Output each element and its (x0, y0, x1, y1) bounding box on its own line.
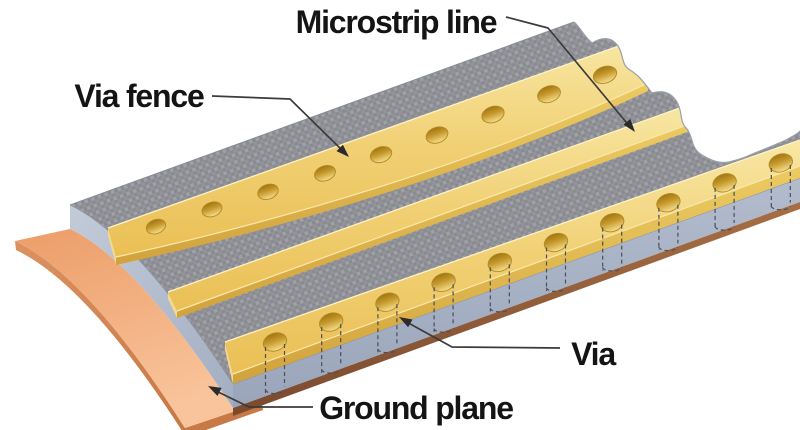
ground-plane-thickness-edge (15, 241, 263, 430)
via-leader (402, 319, 561, 349)
via-hole (145, 218, 167, 235)
via-fence-back-strip (107, 36, 649, 265)
via-cylinder-dashed (545, 244, 567, 293)
via-cylinder-dashed (489, 264, 510, 313)
via-through-cylinders (264, 164, 791, 395)
via-fence-front-vias (262, 153, 793, 352)
via-fence-front-edge-highlight (224, 139, 800, 343)
via-hole (375, 292, 400, 312)
microstrip-step-highlight (176, 120, 698, 312)
ground-plane-arrowhead (208, 386, 222, 396)
torn-edge-line (573, 21, 800, 164)
via-hole (425, 126, 449, 144)
microstrip-back-edge-highlight (167, 104, 689, 293)
substrate-left-edge (69, 204, 234, 385)
microstrip-line-leader (505, 16, 632, 129)
via-hole (201, 201, 223, 218)
via-fence-front-top-face (225, 140, 800, 374)
via-fence-front-step-highlight (232, 165, 800, 375)
via-hole (712, 173, 737, 193)
via-hole (262, 332, 288, 352)
microstrip-line-arrowhead (623, 119, 635, 132)
via-hole (600, 212, 625, 233)
via-fence-back-vias (145, 65, 618, 235)
via-cylinder-bottom-arc (264, 389, 286, 395)
annotations: Microstrip line Via fence Via Ground pla… (74, 4, 635, 426)
microstrip-line-label: Microstrip line (296, 4, 497, 40)
ground-plane-label: Ground plane (319, 390, 513, 426)
substrate-back-edge (69, 21, 575, 206)
via-fence-back-top-face (108, 37, 648, 257)
microstrip-top-face (168, 105, 697, 311)
microstrip-front-face (177, 121, 697, 319)
via-cylinder-bottom-arc (714, 226, 735, 231)
via-hole (319, 312, 344, 332)
via-cylinder-bottom-arc (770, 205, 791, 211)
via-fence-label: Via fence (74, 78, 204, 114)
ground-plane-top (15, 229, 262, 428)
via-fence-back-step-highlight (115, 82, 649, 258)
via-fence-leader (211, 95, 346, 154)
via-cylinder-bottom-arc (377, 348, 398, 354)
microstrip-line-strip (167, 104, 698, 319)
ground-plane-leader (211, 388, 313, 408)
torn-edge-whiteout (574, 0, 800, 163)
via-cylinder-bottom-arc (433, 328, 454, 333)
via-cylinder-dashed (377, 304, 398, 354)
via-hole (537, 85, 561, 104)
via-cylinder-bottom-arc (602, 267, 623, 272)
via-cylinder-dashed (321, 324, 342, 374)
via-cylinder-bottom-arc (658, 246, 679, 252)
substrate-front-face (233, 178, 800, 408)
via-cylinder-dashed (658, 204, 679, 252)
via-cylinder-dashed (714, 184, 735, 231)
via-hole (314, 164, 336, 182)
copper-layer-edge (233, 202, 800, 416)
via-fence-back-end-face (108, 228, 116, 265)
via-cylinder-dashed (770, 164, 791, 211)
via-cylinder-bottom-arc (545, 287, 567, 293)
substrate-left-face (70, 205, 233, 408)
via-hole (768, 153, 793, 173)
via-fence-back-edge-highlight (107, 36, 645, 229)
via-cylinder-dashed (433, 284, 454, 333)
via-fence-front-end-face (225, 342, 233, 384)
via-hole (656, 193, 681, 213)
via-fence-arrowhead (336, 144, 349, 157)
microstrip-end-face (168, 292, 177, 318)
via-label: Via (571, 336, 616, 372)
via-hole (369, 146, 393, 164)
via-hole (481, 105, 505, 124)
via-cylinder-dashed (602, 224, 623, 272)
via-hole (487, 252, 512, 273)
via-hole (257, 183, 279, 200)
via-hole (592, 65, 618, 84)
via-fence-front-front-face (233, 166, 800, 384)
via-cylinder-dashed (264, 344, 286, 395)
via-cylinder-bottom-arc (321, 369, 342, 374)
via-fence-back-front-face (116, 83, 648, 265)
via-cylinder-bottom-arc (489, 307, 510, 313)
via-hole (543, 232, 569, 253)
via-arrowhead (399, 317, 413, 328)
via-hole (431, 272, 456, 292)
via-fence-front-strip (224, 139, 800, 384)
